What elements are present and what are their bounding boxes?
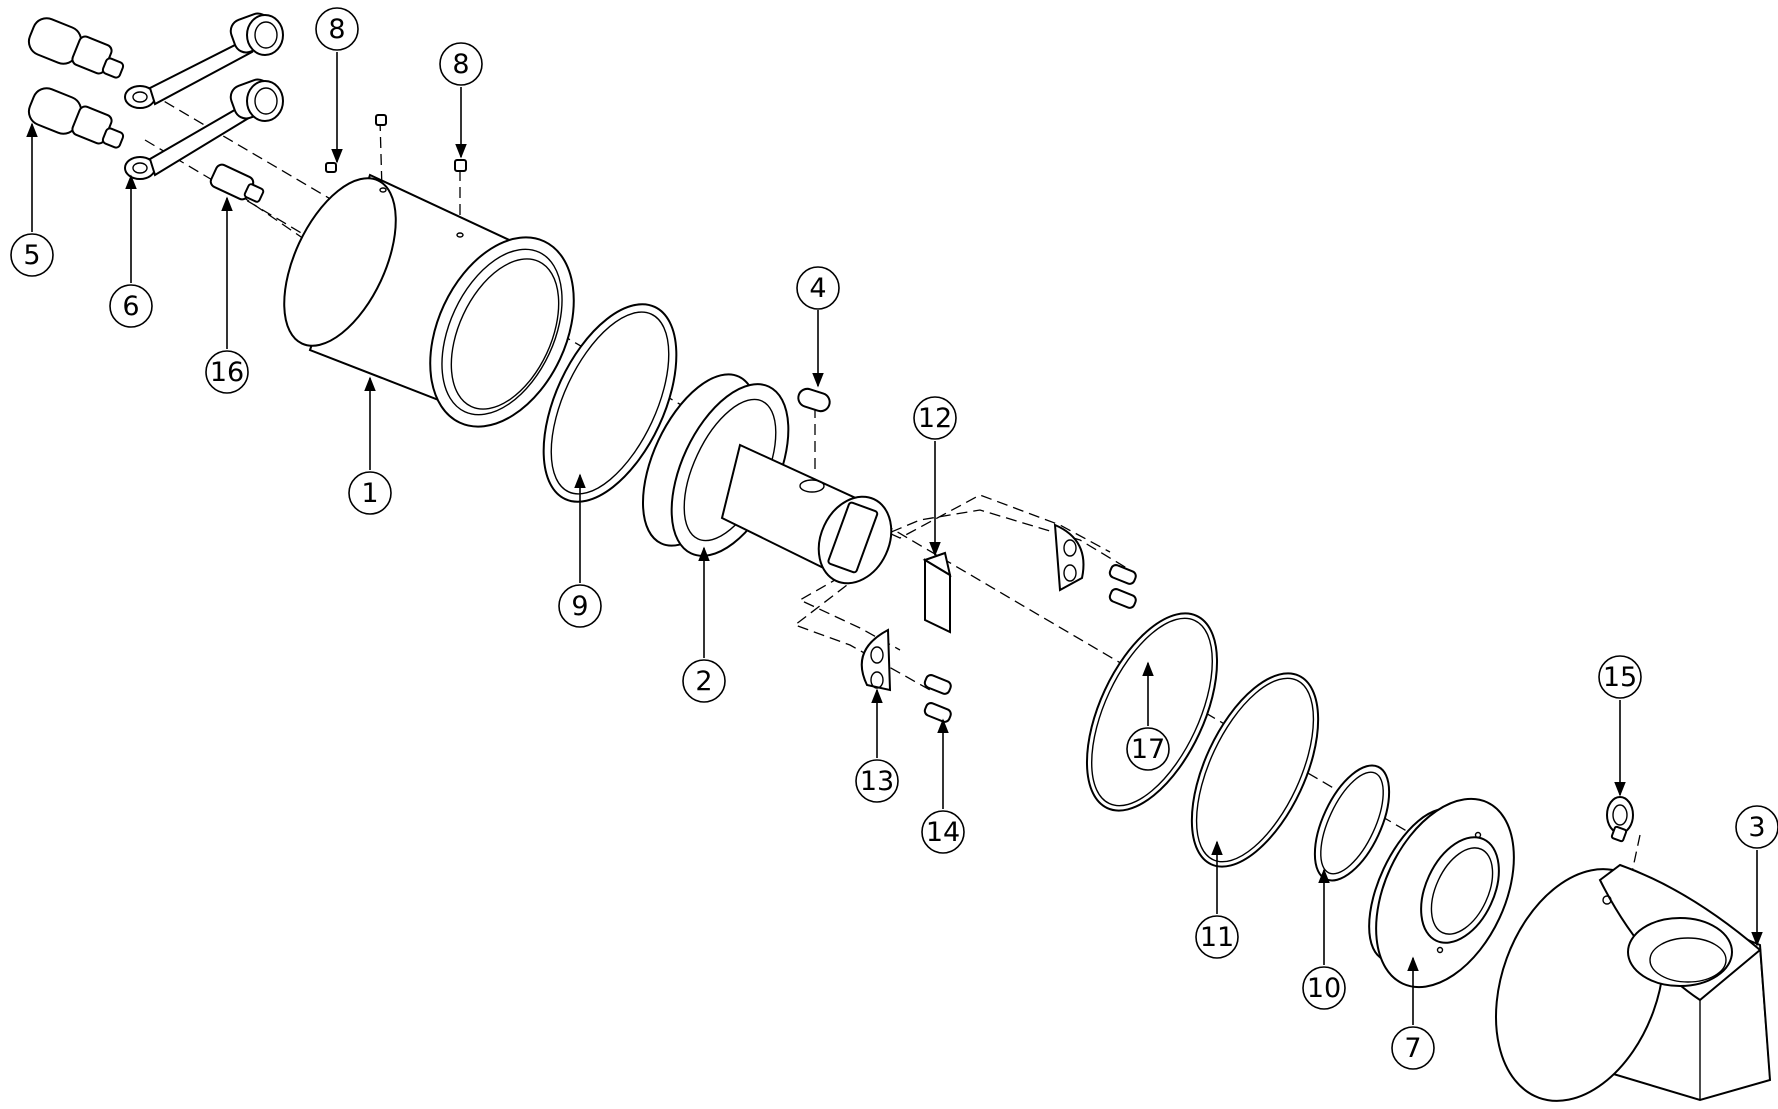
seal-ring	[542, 303, 678, 503]
callout-label: 6	[122, 291, 139, 322]
callout-13: 13	[855, 688, 899, 803]
callout-10: 10	[1302, 868, 1346, 1010]
clamp-plate-lower	[860, 628, 892, 692]
end-body	[1494, 863, 1772, 1102]
callout-label: 15	[1603, 662, 1637, 693]
o-ring-large	[1085, 612, 1219, 812]
callout-8a: 8	[315, 7, 359, 164]
callout-label: 10	[1307, 973, 1341, 1004]
callout-15: 15	[1598, 655, 1642, 797]
callout-label: 11	[1200, 922, 1234, 953]
callout-9: 9	[558, 473, 602, 628]
callout-label: 17	[1131, 734, 1165, 765]
callout-3: 3	[1735, 805, 1778, 947]
housing-cylinder	[283, 173, 575, 428]
callout-4: 4	[796, 266, 840, 388]
callout-7: 7	[1391, 956, 1435, 1070]
threaded-nut	[1368, 797, 1515, 989]
loop-fitting-lower	[124, 78, 284, 180]
plug-fitting	[209, 163, 265, 203]
callout-1: 1	[348, 376, 392, 515]
callout-label: 8	[328, 14, 345, 45]
cap-screws-lower	[923, 674, 952, 723]
wedge-blade	[922, 551, 952, 634]
quick-coupler-lower	[27, 87, 125, 149]
callout-label: 1	[361, 478, 378, 509]
set-screw-left	[325, 162, 337, 173]
loop-fitting-upper	[124, 12, 284, 109]
piston-shaft	[641, 373, 893, 585]
clamp-plate-upper	[1053, 523, 1085, 592]
callout-label: 12	[918, 403, 952, 434]
o-ring-medium	[1190, 672, 1320, 868]
callout-label: 4	[809, 273, 826, 304]
callout-label: 14	[926, 817, 960, 848]
callout-label: 7	[1404, 1033, 1421, 1064]
callout-label: 9	[571, 591, 588, 622]
set-screw-right	[454, 159, 467, 172]
cap-screws-upper	[1108, 564, 1137, 609]
key-block	[797, 387, 831, 413]
set-screw-middle	[375, 114, 387, 126]
callout-label: 16	[210, 357, 244, 388]
callout-16: 16	[205, 196, 249, 394]
callout-5: 5	[10, 122, 54, 277]
callout-label: 2	[695, 666, 712, 697]
quick-coupler-upper	[27, 17, 125, 79]
callout-8b: 8	[439, 42, 483, 159]
swivel-eye-bolt	[1606, 796, 1634, 843]
callout-12: 12	[913, 396, 957, 557]
callout-label: 13	[860, 766, 894, 797]
callout-2: 2	[682, 546, 726, 703]
callout-label: 5	[23, 240, 40, 271]
callout-17: 17	[1126, 661, 1170, 771]
callout-6: 6	[109, 174, 153, 328]
callout-label: 8	[452, 49, 469, 80]
callout-11: 11	[1195, 840, 1239, 959]
callout-14: 14	[921, 718, 965, 854]
callout-label: 3	[1748, 812, 1765, 843]
